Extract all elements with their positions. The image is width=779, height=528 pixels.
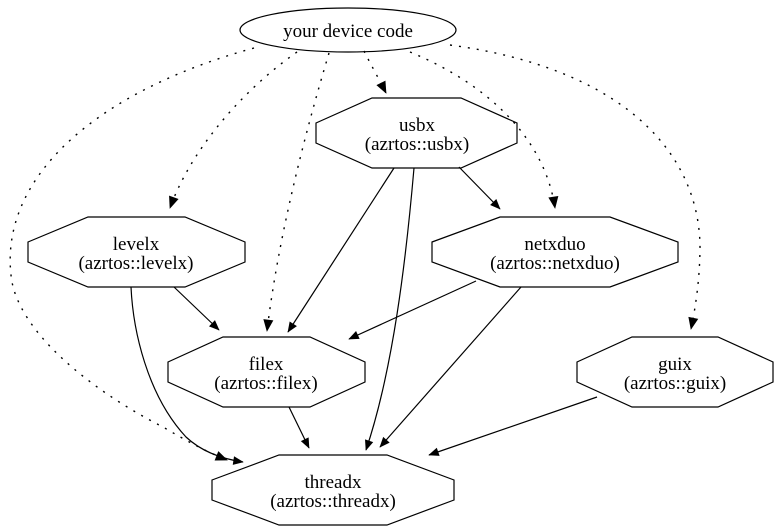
node-usbx: usbx (azrtos::usbx) [315,97,518,169]
node-filex: filex (azrtos::filex) [167,336,366,408]
node-device-code: your device code [239,7,457,53]
node-guix: guix (azrtos::guix) [576,336,774,408]
node-netxduo: netxduo (azrtos::netxduo) [431,216,679,288]
device-code-ellipse [239,7,457,53]
guix-octagon [576,336,774,408]
levelx-octagon [27,216,246,288]
edge-netxduo-filex [348,280,477,340]
filex-title: filex [249,354,284,375]
device-code-label: your device code [283,21,413,42]
edge-guix-threadx [428,396,598,456]
edge-levelx-filex [173,286,220,331]
filex-subtitle: (azrtos::filex) [214,373,317,394]
threadx-subtitle: (azrtos::threadx) [270,491,396,512]
edge-filex-threadx [288,406,310,449]
usbx-title: usbx [399,115,435,136]
edge-device-usbx [363,50,387,94]
edge-usbx-threadx [365,167,415,451]
edge-device-guix [449,44,701,330]
netxduo-title: netxduo [524,234,585,255]
usbx-octagon [315,97,518,169]
threadx-title: threadx [305,472,362,493]
edge-usbx-filex [287,167,395,333]
guix-title: guix [658,354,692,375]
filex-octagon [167,336,366,408]
threadx-octagon [211,454,455,526]
edge-device-filex [263,52,330,332]
edge-device-levelx [169,51,298,209]
edge-device-threadx [9,47,255,461]
levelx-subtitle: (azrtos::levelx) [78,253,193,274]
netxduo-subtitle: (azrtos::netxduo) [490,253,620,274]
edge-levelx-threadx [130,286,244,465]
edge-usbx-netxduo [458,166,501,210]
levelx-title: levelx [113,234,160,255]
node-levelx: levelx (azrtos::levelx) [27,216,246,288]
usbx-subtitle: (azrtos::usbx) [365,134,469,155]
node-threadx: threadx (azrtos::threadx) [211,454,455,526]
edge-device-netxduo [409,51,559,209]
guix-subtitle: (azrtos::guix) [624,373,726,394]
edge-netxduo-threadx [379,286,522,448]
netxduo-octagon [431,216,679,288]
